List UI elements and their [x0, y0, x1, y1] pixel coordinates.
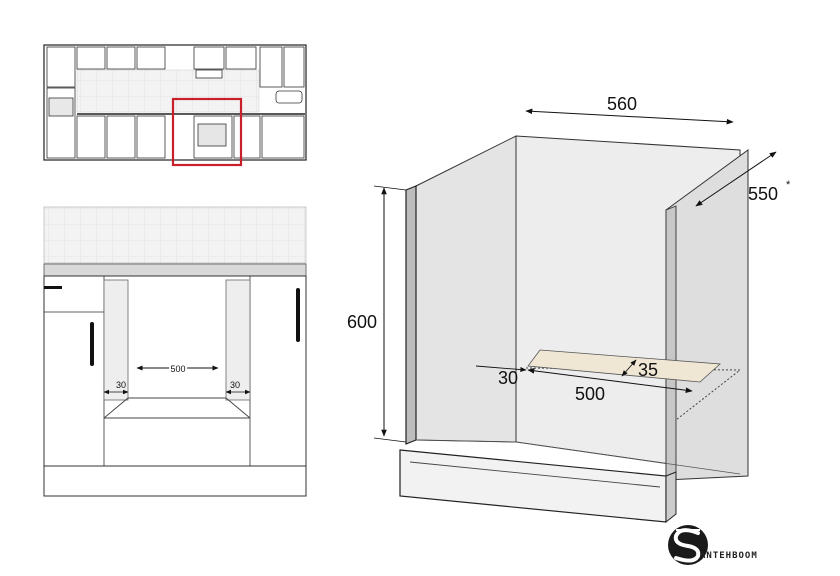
- front-inner-width-label: 500: [170, 364, 185, 374]
- brand-name: ANTEHBOOM: [700, 551, 758, 561]
- kitchen-overview: [43, 44, 307, 167]
- front-right-gap-label: 30: [230, 380, 240, 390]
- depth-dimension-label: 550: [748, 184, 778, 204]
- back-gap-dimension-label: 35: [638, 360, 658, 380]
- oven-highlight-box: [171, 97, 243, 167]
- side-gap-dimension-label: 30: [498, 368, 518, 388]
- floor-width-dimension-label: 500: [575, 384, 605, 404]
- niche-3d-view: 560 550 * 600 500 30 35: [347, 94, 791, 524]
- front-view: 500 30 30: [43, 206, 307, 497]
- brand-logo-icon: [668, 525, 708, 565]
- width-dimension-label: 560: [607, 94, 637, 114]
- height-dimension-label: 600: [347, 312, 377, 332]
- front-left-gap-label: 30: [116, 380, 126, 390]
- depth-footnote-mark: *: [786, 179, 791, 191]
